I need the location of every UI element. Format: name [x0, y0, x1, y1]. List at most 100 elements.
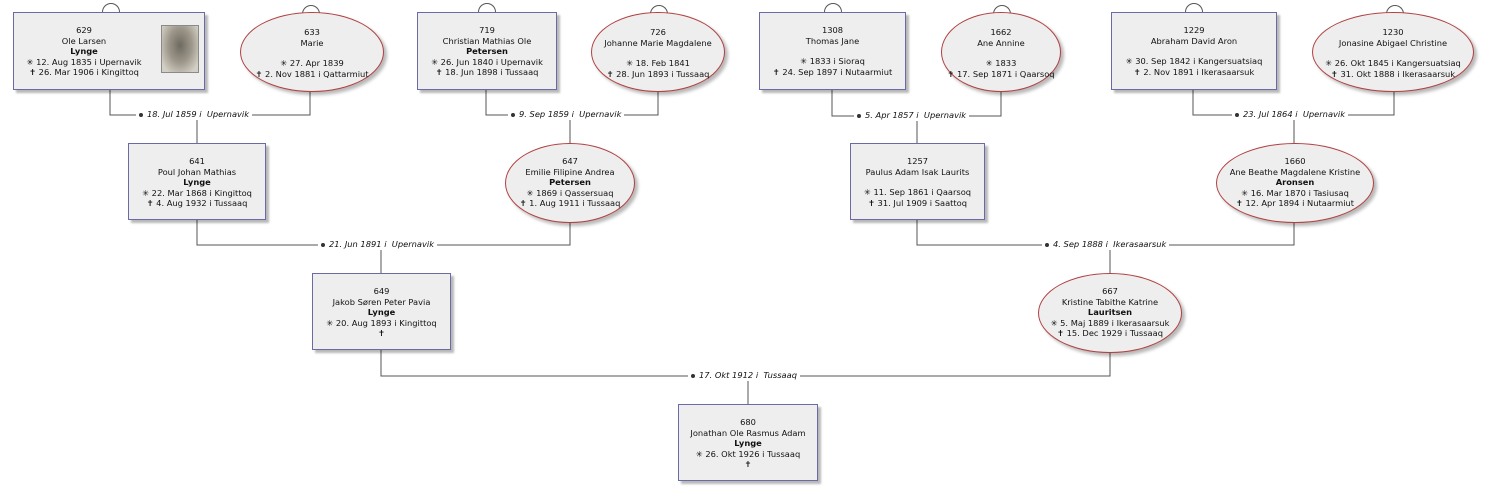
person-id: 1308: [821, 25, 844, 35]
person-birth: ✳ 30. Sep 1842 i Kangersuatsiaq: [1125, 56, 1263, 67]
marriage-dot-icon: [691, 373, 695, 378]
person-id: 641: [189, 156, 205, 166]
person-birth: ✳ 18. Feb 1841: [626, 58, 690, 69]
person-death: ✝ 15. Dec 1929 i Tussaaq: [1057, 328, 1163, 339]
person-given-name: Ane Beathe Magdalene Kristine: [1229, 166, 1361, 177]
person-id: 680: [740, 417, 756, 427]
person-surname: Lynge: [734, 438, 762, 449]
person-death: ✝ 2. Nov 1891 i Ikerasaarsuk: [1133, 66, 1255, 77]
person-id: 1257: [906, 156, 929, 166]
person-card-1308[interactable]: 1308 Thomas Jane ✳ 1833 i Sioraq ✝ 24. S…: [759, 12, 906, 90]
person-death: ✝: [744, 459, 752, 470]
person-death: ✝ 31. Jul 1909 i Saattoq: [867, 197, 968, 208]
person-given-name: Jakob Søren Peter Pavia: [332, 296, 431, 307]
person-card-641[interactable]: 641 Poul Johan Mathias Lynge ✳ 22. Mar 1…: [128, 143, 266, 220]
person-birth: ✳ 1869 i Qassersuaq: [526, 187, 614, 198]
person-death: ✝ 26. Mar 1906 i Kingittoq: [29, 67, 139, 78]
person-id: 719: [479, 25, 495, 35]
marriage-date: 9. Sep 1859: [519, 109, 569, 119]
person-birth: ✳ 26. Okt 1926 i Tussaaq: [695, 448, 801, 459]
person-death: ✝ 1. Aug 1911 i Tussaaq: [519, 198, 621, 209]
marriage-place: Upernavik: [579, 109, 622, 119]
person-death: ✝ 12. Apr 1894 i Nutaarmiut: [1235, 198, 1355, 209]
person-given-name: Johanne Marie Magdalene: [604, 37, 712, 48]
marriage-place: Upernavik: [1302, 109, 1346, 119]
person-given-name: Jonasine Abigael Christine: [1338, 37, 1448, 48]
person-card-1229[interactable]: 1229 Abraham David Aron ✳ 30. Sep 1842 i…: [1111, 12, 1277, 90]
person-id: 633: [304, 27, 320, 37]
person-id: 726: [650, 27, 666, 37]
person-birth: ✳ 26. Jun 1840 i Upernavik: [431, 56, 543, 67]
marriage-label: 4. Sep 1888 i Ikerasaarsuk: [1042, 239, 1170, 250]
marriage-label: 18. Jul 1859 i Upernavik: [136, 109, 253, 120]
person-id: 667: [1102, 286, 1118, 296]
marriage-label: 21. Jun 1891 i Upernavik: [318, 239, 437, 250]
person-birth: ✳ 12. Aug 1835 i Upernavik: [26, 56, 142, 67]
person-card-649[interactable]: 649 Jakob Søren Peter Pavia Lynge ✳ 20. …: [312, 273, 451, 350]
marriage-dot-icon: [511, 112, 515, 117]
person-surname: Lynge: [183, 177, 211, 188]
person-death: ✝ 28. Jun 1893 i Tussaaq: [606, 68, 710, 79]
marriage-label: 9. Sep 1859 i Upernavik: [508, 109, 625, 120]
person-card-629[interactable]: 629 Ole Larsen Lynge ✳ 12. Aug 1835 i Up…: [13, 12, 205, 90]
person-given-name: Ole Larsen: [61, 35, 107, 46]
person-death: ✝ 4. Aug 1932 i Tussaaq: [146, 198, 248, 209]
marriage-dot-icon: [321, 242, 325, 247]
marriage-date: 4. Sep 1888: [1053, 239, 1103, 249]
person-card-1257[interactable]: 1257 Paulus Adam Isak Laurits ✳ 11. Sep …: [850, 143, 985, 220]
connector-gen1-a: [196, 115, 1295, 145]
person-given-name: Abraham David Aron: [1150, 35, 1238, 46]
person-id: 1662: [990, 27, 1012, 37]
person-given-name: Poul Johan Mathias: [157, 166, 237, 177]
person-surname: Lynge: [70, 46, 98, 57]
person-birth: ✳ 27. Apr 1839: [280, 58, 344, 69]
person-id: 629: [76, 25, 92, 35]
marriage-dot-icon: [1045, 242, 1049, 247]
marriage-place: Ikerasaarsuk: [1113, 239, 1167, 249]
person-death: ✝ 31. Okt 1888 i Ikerasaarsuk: [1330, 68, 1456, 79]
person-birth: ✳ 16. Mar 1870 i Tasiusaq: [1241, 187, 1349, 198]
person-death: ✝ 24. Sep 1897 i Nutaarmiut: [772, 66, 893, 77]
person-card-667[interactable]: 667 Kristine Tabithe Katrine Lauritsen ✳…: [1038, 273, 1182, 353]
person-id: 1660: [1284, 156, 1306, 166]
person-birth: ✳ 22. Mar 1868 i Kingittoq: [142, 187, 252, 198]
person-card-647[interactable]: 647 Emilie Filipine Andrea Petersen ✳ 18…: [505, 143, 635, 223]
marriage-dot-icon: [139, 112, 143, 117]
person-birth: ✳ 26. Okt 1845 i Kangersuatsiaq: [1325, 58, 1461, 69]
marriage-place: Upernavik: [923, 110, 967, 120]
person-card-1662[interactable]: 1662 Ane Annine ✳ 1833 ✝ 17. Sep 1871 i …: [941, 12, 1061, 92]
person-surname: Petersen: [466, 46, 508, 57]
person-card-726[interactable]: 726 Johanne Marie Magdalene ✳ 18. Feb 18…: [591, 12, 725, 92]
person-card-680[interactable]: 680 Jonathan Ole Rasmus Adam Lynge ✳ 26.…: [678, 404, 818, 481]
person-card-1230[interactable]: 1230 Jonasine Abigael Christine ✳ 26. Ok…: [1312, 12, 1474, 92]
person-death: ✝ 18. Jun 1898 i Tussaaq: [435, 67, 539, 78]
person-photo: [161, 25, 199, 73]
person-surname: Petersen: [549, 177, 591, 188]
person-surname: Aronsen: [1275, 177, 1315, 188]
person-id: 647: [562, 156, 578, 166]
person-given-name: Thomas Jane: [805, 35, 860, 46]
person-card-1660[interactable]: 1660 Ane Beathe Magdalene Kristine Arons…: [1216, 143, 1374, 223]
person-surname: Lynge: [367, 307, 396, 318]
connector-gen2: [380, 245, 1111, 275]
marriage-date: 23. Jul 1864: [1243, 109, 1293, 119]
person-given-name: Jonathan Ole Rasmus Adam: [690, 427, 806, 438]
person-death: ✝ 17. Sep 1871 i Qaarsoq: [947, 68, 1055, 79]
person-given-name: Emilie Filipine Andrea: [525, 166, 615, 177]
person-id: 649: [373, 286, 390, 296]
marriage-label: 23. Jul 1864 i Upernavik: [1232, 109, 1349, 120]
person-id: 1230: [1382, 27, 1404, 37]
person-given-name: Christian Mathias Ole: [442, 35, 532, 46]
marriage-label: 5. Apr 1857 i Upernavik: [854, 110, 970, 121]
marriage-dot-icon: [1235, 112, 1239, 117]
person-birth: ✳ 1833 i Sioraq: [800, 56, 865, 67]
person-birth: ✳ 20. Aug 1893 i Kingittoq: [326, 317, 437, 328]
person-card-633[interactable]: 633 Marie ✳ 27. Apr 1839 ✝ 2. Nov 1881 i…: [240, 12, 384, 92]
person-birth: ✳ 11. Sep 1861 i Qaarsoq: [863, 187, 972, 198]
person-given-name: Kristine Tabithe Katrine: [1061, 296, 1159, 307]
person-id: 1229: [1183, 25, 1205, 35]
marriage-dot-icon: [857, 113, 861, 118]
person-given-name: Marie: [300, 37, 324, 48]
person-birth: ✳ 5. Maj 1889 i Ikerasaarsuk: [1050, 317, 1170, 328]
person-card-719[interactable]: 719 Christian Mathias Ole Petersen ✳ 26.…: [417, 12, 557, 90]
